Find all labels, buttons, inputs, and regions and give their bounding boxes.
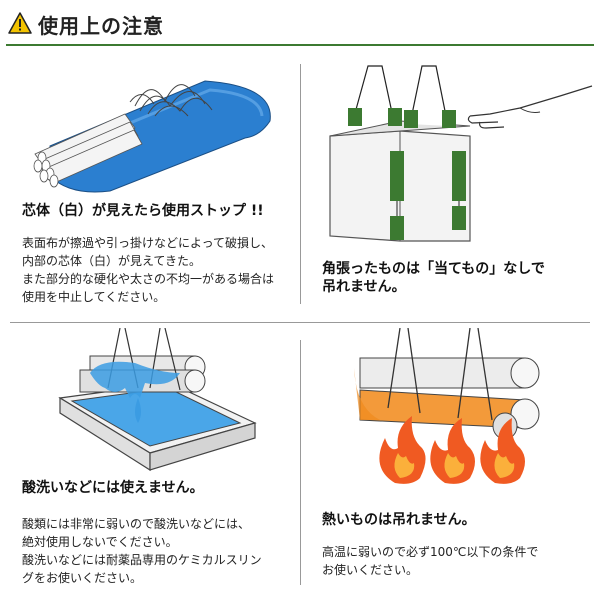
divider-vertical-top <box>300 64 301 304</box>
panel-3-body: 酸類には非常に弱いので酸洗いなどには、 絶対使用しないでください。 酸洗いなどに… <box>22 515 294 587</box>
panel-core-visible: 芯体（白）が見えたら使用ストップ !! 表面布が擦過や引っ掛けなどによって破損し… <box>0 46 300 322</box>
panel-hot-loads: 熱いものは吊れません。 高温に弱いので必ず100℃以下の条件で お使いください。 <box>300 323 600 600</box>
panel-1-body-line: また部分的な硬化や太さの不均一がある場合は <box>22 272 275 286</box>
panel-1-heading: 芯体（白）が見えたら使用ストップ !! <box>22 203 264 219</box>
panel-4-body: 高温に弱いので必ず100℃以下の条件で お使いください。 <box>322 543 594 579</box>
panel-angular-loads: 角張ったものは「当てもの」なしで 吊れません。 <box>300 46 600 322</box>
box-with-slings-illustration <box>329 65 593 242</box>
hot-rolls-with-flames-illustration <box>354 328 540 484</box>
warning-triangle-icon <box>8 12 32 34</box>
page-header: 使用上の注意 <box>0 0 600 46</box>
panel-3-body-line: 絶対使用しないでください。 <box>22 535 178 549</box>
panel-2-heading: 角張ったものは「当てもの」なしで 吊れません。 <box>322 260 545 296</box>
sling-core-illustration <box>33 80 271 193</box>
acid-bath-illustration <box>58 328 257 472</box>
panel-2-heading-line: 角張ったものは「当てもの」なしで <box>322 261 545 277</box>
divider-vertical-bottom <box>300 340 301 585</box>
panel-4-heading: 熱いものは吊れません。 <box>322 512 476 528</box>
panel-2-heading-line: 吊れません。 <box>322 279 406 295</box>
panel-3-body-line: グをお使いください。 <box>22 571 143 585</box>
panel-acid-washing: 酸洗いなどには使えません。 酸類には非常に弱いので酸洗いなどには、 絶対使用しな… <box>0 323 300 600</box>
page-title: 使用上の注意 <box>38 14 164 38</box>
header-rule <box>6 44 594 46</box>
panel-1-body-line: 使用を中止してください。 <box>22 290 166 304</box>
panel-3-body-line: 酸洗いなどには耐薬品専用のケミカルスリン <box>22 553 262 567</box>
divider-horizontal <box>10 322 590 323</box>
panel-1-body-line: 内部の芯体（白）が見えてきた。 <box>22 254 202 268</box>
panel-3-body-line: 酸類には非常に弱いので酸洗いなどには、 <box>22 517 251 531</box>
panel-4-body-line: お使いください。 <box>322 563 419 577</box>
panel-1-body-line: 表面布が擦過や引っ掛けなどによって破損し、 <box>22 236 274 250</box>
panel-1-body: 表面布が擦過や引っ掛けなどによって破損し、 内部の芯体（白）が見えてきた。 また… <box>22 234 294 306</box>
panel-3-heading: 酸洗いなどには使えません。 <box>22 480 204 496</box>
panel-4-body-line: 高温に弱いので必ず100℃以下の条件で <box>322 545 539 559</box>
